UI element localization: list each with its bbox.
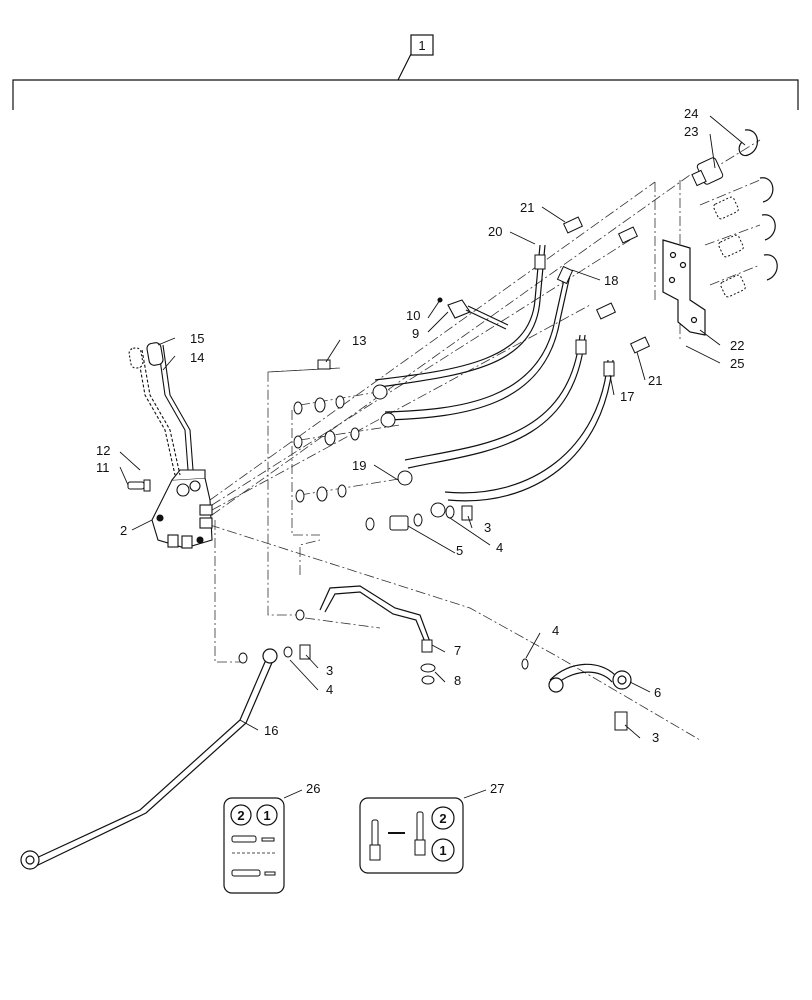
assembly-bracket: [12, 51, 799, 110]
lever-knob: [128, 342, 164, 369]
bolt-11: [127, 479, 151, 492]
callout-9: 9: [412, 326, 419, 341]
decal-26-badge-right-label: 1: [263, 808, 270, 823]
callout-15: 15: [190, 331, 204, 346]
callout-17: 17: [620, 389, 634, 404]
callout-21-bottom: 21: [648, 373, 662, 388]
quick-coupler-23: [691, 157, 724, 187]
tube-7: [319, 585, 431, 643]
hose-end-fittings: [372, 254, 615, 518]
decal-26-badge-left-label: 2: [237, 808, 244, 823]
callout-18: 18: [604, 273, 618, 288]
callout-12: 12: [96, 443, 110, 458]
leader-lines: [119, 115, 746, 799]
coupler-bracket: [662, 239, 706, 336]
callout-22: 22: [730, 338, 744, 353]
callout-24: 24: [684, 106, 698, 121]
dust-cap-24: [738, 129, 778, 281]
callout-26: 26: [306, 781, 320, 796]
callout-4-left: 4: [326, 682, 333, 697]
decal-27-badge-bottom: [431, 838, 455, 862]
tube-6: [548, 663, 632, 693]
callout-21-top: 21: [520, 200, 534, 215]
decal-26-badge-right: [256, 804, 278, 826]
center-lines: [209, 139, 761, 741]
callouts: 2 12 11 15 14 13 10 9 19 20 21 18 17 21 …: [96, 106, 744, 796]
decal-27-badge-bottom-label: 1: [439, 843, 446, 858]
decal-27-badge-top: [431, 806, 455, 830]
decal-27: [359, 797, 464, 874]
fitting-21: [562, 216, 651, 354]
callout-3-right: 3: [652, 730, 659, 745]
callout-3-left: 3: [326, 663, 333, 678]
callout-14: 14: [190, 350, 204, 365]
control-valve: [151, 469, 213, 549]
rod-9: [437, 297, 509, 330]
callout-2: 2: [120, 523, 127, 538]
callout-10: 10: [406, 308, 420, 323]
bolts-3: [299, 359, 628, 731]
hoses: [374, 244, 614, 502]
o-ring-8: [420, 663, 436, 673]
tube-16: [20, 648, 278, 870]
callout-7: 7: [454, 643, 461, 658]
decal-26-badge-left: [230, 804, 252, 826]
callout-20: 20: [488, 224, 502, 239]
callout-23: 23: [684, 124, 698, 139]
callout-25: 25: [730, 356, 744, 371]
callout-4-upper: 4: [496, 540, 503, 555]
decal-27-badge-top-label: 2: [439, 811, 446, 826]
callout-4-right: 4: [552, 623, 559, 638]
callout-8: 8: [454, 673, 461, 688]
callout-3-upper: 3: [484, 520, 491, 535]
seals-and-washers: [238, 395, 529, 685]
tube-7-end: [421, 639, 433, 653]
assembly-label: 1: [418, 38, 425, 53]
callout-13: 13: [352, 333, 366, 348]
quick-coupler-ghost-1: [713, 196, 746, 298]
callout-16: 16: [264, 723, 278, 738]
callout-11: 11: [96, 460, 110, 475]
callout-27: 27: [490, 781, 504, 796]
decal-26: [223, 797, 285, 894]
callout-6: 6: [654, 685, 661, 700]
callout-19: 19: [352, 458, 366, 473]
callout-5: 5: [456, 543, 463, 558]
assembly-label-box: [410, 34, 434, 56]
control-lever: [136, 344, 194, 476]
